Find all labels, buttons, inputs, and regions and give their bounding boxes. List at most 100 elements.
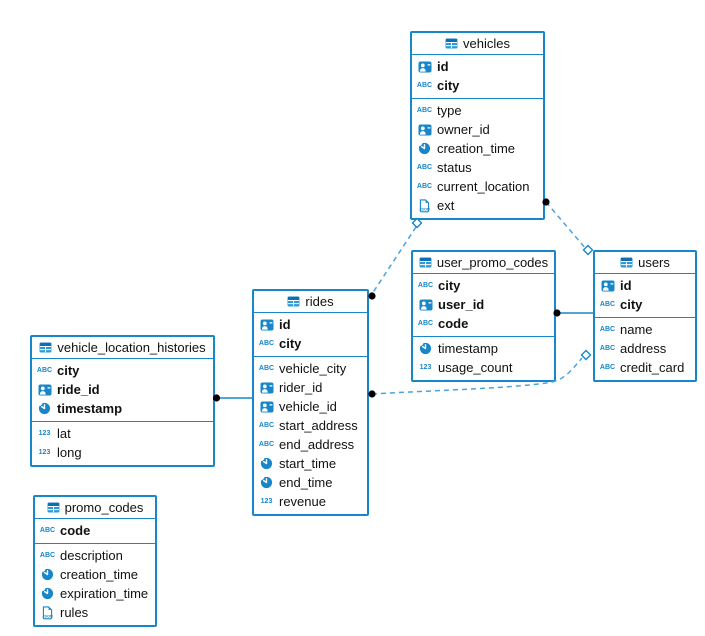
table-vehicle_location_histories[interactable]: vehicle_location_histories ABC city ride_i… [30, 335, 215, 467]
text-type-icon: ABC [599, 326, 616, 333]
field-label: start_time [279, 456, 337, 471]
field-label: city [57, 363, 80, 378]
field-label: owner_id [437, 122, 490, 137]
number-type-icon: 123 [38, 449, 51, 456]
field-owner_id[interactable]: owner_id [412, 120, 543, 139]
text-type-icon: ABC [39, 552, 56, 559]
field-id[interactable]: id [254, 315, 367, 334]
table-header[interactable]: promo_codes [35, 497, 155, 519]
field-label: start_address [279, 418, 358, 433]
field-label: status [437, 160, 472, 175]
field-label: city [438, 278, 461, 293]
text-type-icon: ABC [36, 367, 53, 374]
field-label: code [60, 523, 91, 538]
field-label: timestamp [57, 401, 123, 416]
text-type-icon: ABC [416, 107, 433, 114]
field-id[interactable]: id [595, 276, 695, 295]
clock-icon [418, 342, 433, 356]
field-label: usage_count [438, 360, 513, 375]
field-creation_time[interactable]: creation_time [35, 565, 155, 584]
person-badge-icon [418, 298, 433, 312]
table-title: vehicles [463, 36, 510, 51]
person-badge-icon [37, 383, 52, 397]
field-ride_id[interactable]: ride_id [32, 380, 213, 399]
field-label: long [57, 445, 82, 460]
relation-vehicles-users[interactable] [545, 201, 587, 250]
table-title: rides [305, 294, 334, 309]
table-header[interactable]: user_promo_codes [413, 252, 554, 274]
table-header[interactable]: users [595, 252, 695, 274]
field-timestamp[interactable]: timestamp [413, 339, 554, 358]
field-user_id[interactable]: user_id [413, 295, 554, 314]
text-type-icon: ABC [39, 527, 56, 534]
field-type[interactable]: ABC type [412, 101, 543, 120]
clock-icon [40, 568, 55, 582]
field-label: type [437, 103, 462, 118]
field-code[interactable]: ABC code [35, 521, 155, 540]
text-type-icon: ABC [258, 340, 275, 347]
field-city[interactable]: ABC city [413, 276, 554, 295]
field-label: revenue [279, 494, 326, 509]
field-label: end_time [279, 475, 333, 490]
table-grid-icon [445, 38, 458, 49]
number-type-icon: 123 [38, 430, 51, 437]
clock-icon [259, 457, 274, 471]
field-id[interactable]: id [412, 57, 543, 76]
field-creation_time[interactable]: creation_time [412, 139, 543, 158]
field-label: vehicle_city [279, 361, 347, 376]
text-type-icon: ABC [599, 345, 616, 352]
field-vehicle_city[interactable]: ABC vehicle_city [254, 359, 367, 378]
field-city[interactable]: ABC city [32, 361, 213, 380]
field-long[interactable]: 123 long [32, 443, 213, 462]
table-header[interactable]: vehicles [412, 33, 543, 55]
text-type-icon: ABC [599, 364, 616, 371]
table-grid-icon [287, 296, 300, 307]
relation-rides-vehicles[interactable] [371, 226, 417, 295]
field-label: id [279, 317, 291, 332]
table-header[interactable]: rides [254, 291, 367, 313]
field-rider_id[interactable]: rider_id [254, 378, 367, 397]
field-label: rules [60, 605, 89, 620]
field-label: city [620, 297, 643, 312]
relation-dot [368, 292, 376, 300]
field-start_time[interactable]: start_time [254, 454, 367, 473]
table-header[interactable]: vehicle_location_histories [32, 337, 213, 359]
field-label: timestamp [438, 341, 498, 356]
table-title: promo_codes [64, 500, 144, 515]
text-type-icon: ABC [258, 365, 275, 372]
relation-rides-users[interactable] [371, 357, 583, 395]
text-type-icon: ABC [417, 282, 434, 289]
field-timestamp[interactable]: timestamp [32, 399, 213, 418]
field-vehicle_id[interactable]: vehicle_id [254, 397, 367, 416]
field-end_time[interactable]: end_time [254, 473, 367, 492]
field-expiration_time[interactable]: expiration_time [35, 584, 155, 603]
